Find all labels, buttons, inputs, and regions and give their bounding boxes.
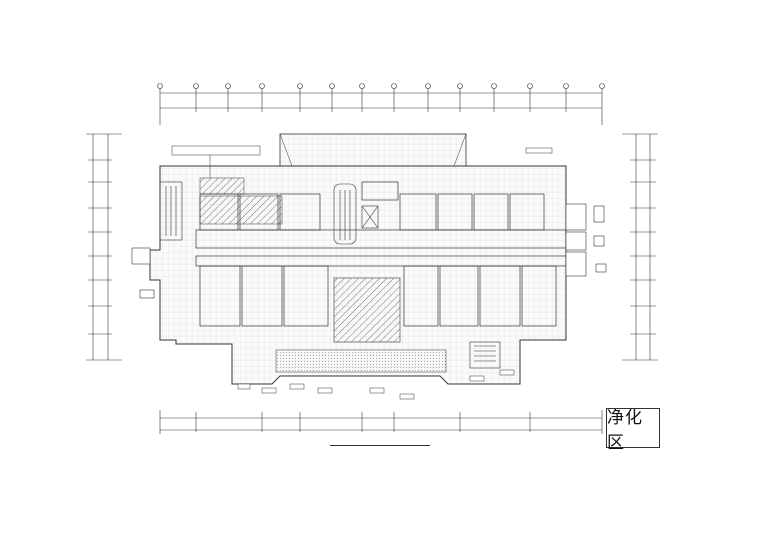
left-dimension-lines <box>86 133 122 361</box>
annotation-leaders <box>171 145 553 400</box>
bottom-dimension-lines <box>159 410 603 434</box>
drawing-title <box>330 445 430 446</box>
staircases <box>159 181 501 369</box>
clean-zone-label: 净化区 <box>607 408 643 453</box>
legend-box: 净化区 <box>606 408 660 453</box>
right-dimension-lines <box>622 133 658 361</box>
hatched-zones <box>199 177 447 373</box>
top-entrance-block <box>279 133 467 167</box>
right-annex-rooms <box>565 203 607 277</box>
top-axis-bubbles <box>157 83 605 89</box>
top-dimension-lines <box>159 86 603 125</box>
left-annex-rooms <box>131 247 155 299</box>
